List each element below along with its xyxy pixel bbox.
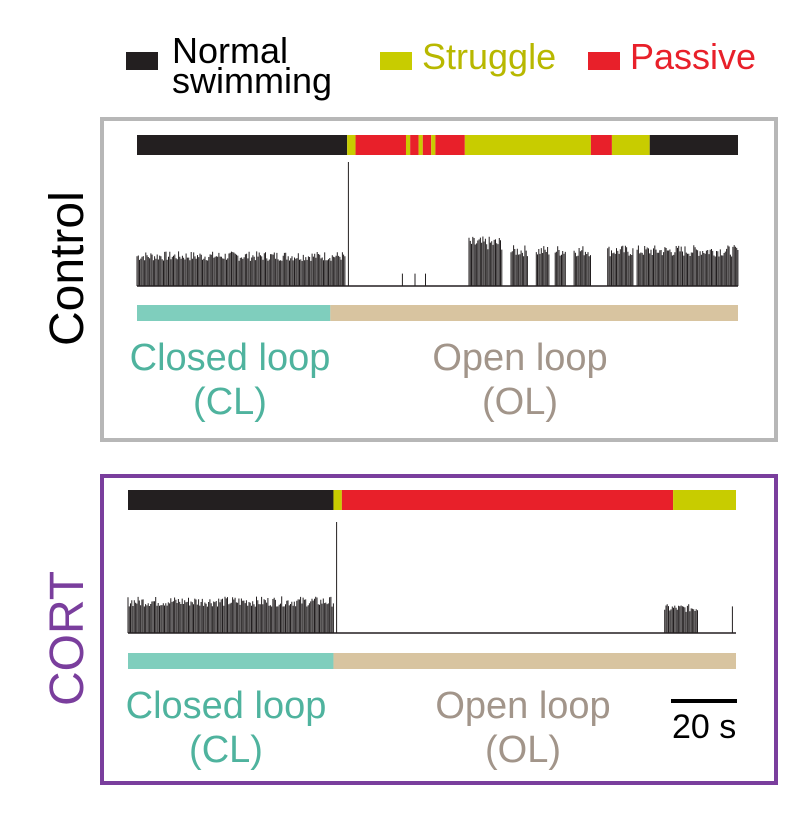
- control-state-segment-normal: [137, 135, 348, 155]
- control-trace-burst: [510, 245, 528, 286]
- control-panel: [100, 117, 778, 442]
- control-trace-burst: [573, 246, 591, 286]
- cort-open-loop-line1: Open loop: [435, 685, 611, 727]
- control-state-segment-passive: [410, 135, 419, 155]
- control-state-segment-struggle: [418, 135, 423, 155]
- legend-label-normal-line1: Normal: [172, 30, 289, 71]
- cort-closed-loop-line2: (CL): [189, 729, 263, 771]
- cort-trace-burst: [664, 604, 698, 633]
- control-closed-loop-line1: Closed loop: [129, 337, 331, 379]
- cort-closed-loop-label: Closed loop (CL): [108, 684, 344, 772]
- control-trace-burst: [554, 246, 566, 286]
- control-state-segment-struggle: [405, 135, 411, 155]
- control-open-loop-label: Open loop (OL): [405, 336, 635, 424]
- cort-state-segment-normal: [128, 490, 334, 510]
- control-state-segment-struggle: [431, 135, 436, 155]
- legend-swatch-struggle: [380, 52, 412, 70]
- control-trace-burst: [535, 246, 550, 286]
- legend-swatch-passive: [588, 52, 620, 70]
- cort-open-loop-label: Open loop (OL): [408, 684, 638, 772]
- control-closed-loop-label: Closed loop (CL): [112, 336, 348, 424]
- control-trace-burst: [636, 245, 739, 286]
- control-open-loop-bar: [330, 305, 738, 321]
- cort-closed-loop-line1: Closed loop: [125, 685, 327, 727]
- cort-state-segment-struggle: [333, 490, 342, 510]
- cort-panel: [100, 474, 778, 785]
- control-state-segment-passive: [590, 135, 612, 155]
- cort-open-loop-bar: [333, 653, 736, 669]
- cort-trace-burst: [127, 596, 334, 633]
- legend-label-normal-line2: swimming: [172, 60, 333, 101]
- control-closed-loop-bar: [137, 305, 331, 321]
- control-closed-loop-line2: (CL): [193, 381, 267, 423]
- control-state-segment-passive: [355, 135, 406, 155]
- control-open-loop-line1: Open loop: [432, 337, 608, 379]
- scale-bar-line: [671, 699, 737, 703]
- control-trace-burst: [607, 245, 634, 286]
- cort-state-segment-passive: [341, 490, 674, 510]
- legend-label-normal: Normal swimming: [172, 33, 332, 99]
- control-state-segment-struggle: [611, 135, 650, 155]
- control-state-segment-passive: [422, 135, 432, 155]
- legend-item-struggle: Struggle: [380, 36, 557, 77]
- cort-open-loop-line2: (OL): [485, 729, 561, 771]
- legend-label-struggle: Struggle: [422, 36, 557, 77]
- scale-bar-label: 20 s: [672, 708, 737, 746]
- control-trace-burst: [468, 236, 503, 286]
- cort-state-segment-struggle: [673, 490, 736, 510]
- control-state-segment-struggle: [347, 135, 356, 155]
- legend-swatch-normal: [126, 52, 158, 70]
- control-state-segment-passive: [435, 135, 465, 155]
- control-open-loop-line2: (OL): [482, 381, 558, 423]
- control-state-segment-struggle: [464, 135, 591, 155]
- legend-item-passive: Passive: [588, 36, 757, 77]
- control-state-segment-normal: [649, 135, 738, 155]
- legend-label-passive: Passive: [630, 36, 757, 77]
- legend-item-normal-swimming: Normal swimming: [126, 33, 332, 99]
- cort-closed-loop-bar: [128, 653, 334, 669]
- control-trace-burst: [136, 251, 346, 286]
